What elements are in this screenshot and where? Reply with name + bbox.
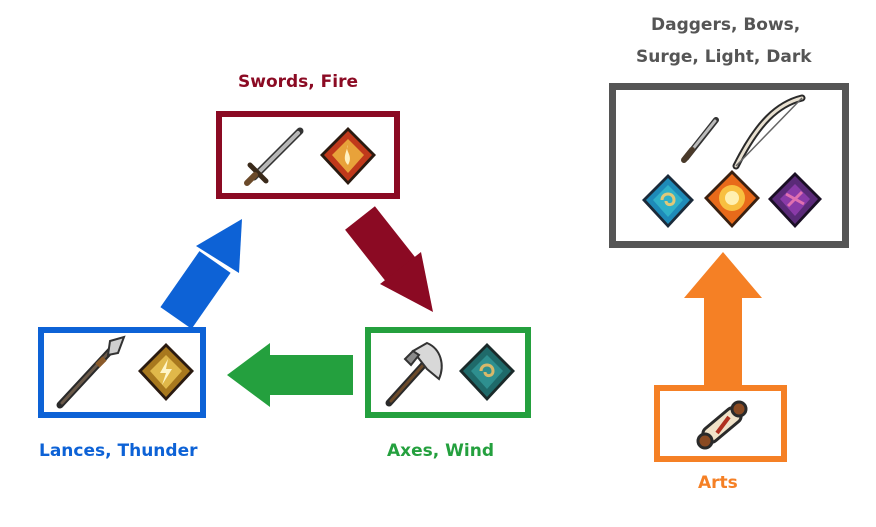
ranged-magic-box <box>609 83 849 248</box>
surge-tome-icon <box>642 174 694 228</box>
ranged-magic-label-line2: Surge, Light, Dark <box>636 47 812 67</box>
lances-thunder-label: Lances, Thunder <box>39 441 198 461</box>
ranged-magic-label-line1: Daggers, Bows, <box>651 15 801 35</box>
arrow-lances-to-swords <box>160 219 242 329</box>
arrow-axes-to-lances <box>227 343 353 407</box>
axes-wind-label: Axes, Wind <box>387 441 494 461</box>
swords-fire-box <box>216 111 400 199</box>
sword-icon <box>244 127 304 186</box>
bow-icon <box>732 94 806 170</box>
light-tome-icon <box>704 170 760 228</box>
lances-thunder-box <box>38 327 206 418</box>
axe-icon <box>385 341 443 407</box>
lance-icon <box>56 335 126 409</box>
dagger-icon <box>681 117 719 163</box>
swords-fire-label: Swords, Fire <box>238 72 359 92</box>
axes-wind-box <box>365 327 531 418</box>
arrow-arts-to-ranged-magic <box>684 252 762 385</box>
arts-scroll-icon <box>696 400 748 450</box>
arts-label: Arts <box>698 473 738 493</box>
arts-box <box>654 385 787 462</box>
fire-tome-icon <box>320 127 376 185</box>
arrow-swords-to-axes <box>345 206 433 312</box>
dark-tome-icon <box>768 172 822 228</box>
thunder-tome-icon <box>138 343 194 401</box>
wind-tome-icon <box>459 343 515 401</box>
